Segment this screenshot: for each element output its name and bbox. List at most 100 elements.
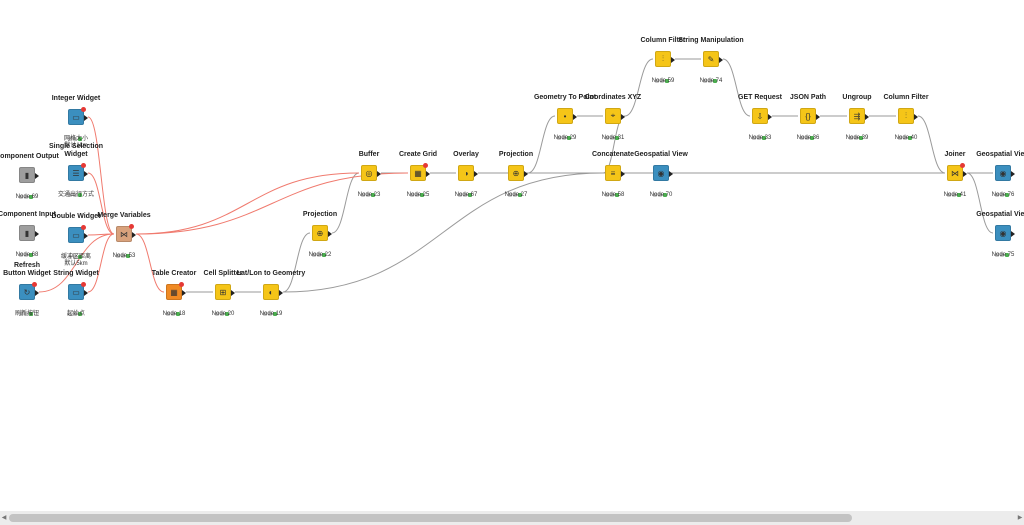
n-create-grid[interactable]: Create Grid▦Node 25 [388, 141, 448, 211]
scroll-right-arrow-icon[interactable]: ▶ [1017, 515, 1023, 521]
output-port[interactable] [35, 290, 39, 296]
output-port[interactable] [328, 231, 332, 237]
n-latlon-to-geometry[interactable]: Lat/Lon to Geometry ◐ Node 19 [237, 260, 305, 330]
joiner-icon[interactable]: ⋈ [947, 165, 963, 181]
output-port[interactable] [279, 290, 283, 296]
output-port[interactable] [719, 57, 723, 63]
output-port[interactable] [474, 171, 478, 177]
node-annotation[interactable]: 起始点 [66, 311, 85, 317]
node-title[interactable]: Buffer [358, 151, 380, 158]
node-annotation[interactable]: 交通出行方式 [57, 192, 94, 198]
node-title[interactable]: String Manipulation [678, 37, 744, 44]
data-connection[interactable] [722, 58, 751, 117]
node-title[interactable]: Geospatial View [976, 211, 1024, 218]
n-projection-27[interactable]: Projection⊕Node 27 [486, 141, 546, 211]
buffer-icon[interactable]: ◎ [361, 165, 377, 181]
n-concatenate[interactable]: Concatenate ≡ Node 58 [583, 141, 643, 211]
n-joiner[interactable]: Joiner⋈Node 41 [925, 141, 985, 211]
node-title[interactable]: Lat/Lon to Geometry [236, 270, 306, 277]
n-table-creator[interactable]: Table Creator▦Node 18 [144, 260, 204, 330]
node-title[interactable]: Component Output [0, 153, 59, 160]
latlon-geometry-icon[interactable]: ◐ [263, 284, 279, 300]
string-manipulation-icon[interactable]: ✎ [703, 51, 719, 67]
refresh-button-icon[interactable]: ↻ [19, 284, 35, 300]
n-integer-widget[interactable]: Integer Widget▭网格大小 默认1km [46, 85, 106, 155]
output-port[interactable] [669, 171, 673, 177]
output-port[interactable] [621, 114, 625, 120]
create-grid-icon[interactable]: ▦ [410, 165, 426, 181]
node-title[interactable]: GET Request [738, 94, 782, 101]
node-title[interactable]: Merge Variables [97, 212, 151, 219]
node-title[interactable]: Cell Splitter [203, 270, 243, 277]
node-title[interactable]: String Widget [53, 270, 99, 277]
n-double-widget[interactable]: Double Widget▭缓冲区距离 默认5km [46, 203, 106, 273]
node-annotation[interactable]: Node 27 [504, 192, 528, 198]
output-port[interactable] [84, 233, 88, 239]
n-merge-variables[interactable]: Merge Variables ⋈ Node 53 [94, 202, 154, 272]
node-title[interactable]: Coordinates XYZ [584, 94, 642, 101]
horizontal-scrollbar[interactable]: ◀ ▶ [0, 511, 1024, 525]
node-title[interactable]: Refresh Button Widget [3, 262, 51, 277]
output-port[interactable] [621, 171, 625, 177]
flow-variable-port[interactable] [423, 163, 428, 168]
node-title[interactable]: Single Selection Widget [48, 143, 104, 158]
node-annotation[interactable]: Node 41 [943, 192, 967, 198]
node-title[interactable]: Concatenate [591, 151, 634, 158]
flow-variable-port[interactable] [81, 163, 86, 168]
get-request-icon[interactable]: ⇩ [752, 108, 768, 124]
node-annotation[interactable]: Node 31 [601, 135, 625, 141]
ungroup-icon[interactable]: ⇶ [849, 108, 865, 124]
flow-variable-connection[interactable] [87, 116, 115, 235]
scrollbar-thumb[interactable] [9, 514, 852, 522]
data-connection[interactable] [917, 115, 946, 174]
output-port[interactable] [231, 290, 235, 296]
flow-variable-port[interactable] [81, 225, 86, 230]
output-port[interactable] [1011, 231, 1015, 237]
node-title[interactable]: Overlay [453, 151, 479, 158]
n-column-filter-40[interactable]: Column Filter⫶Node 40 [876, 84, 936, 154]
flow-variable-connection[interactable] [135, 172, 360, 235]
component-input-icon[interactable]: ▮ [19, 225, 35, 241]
integer-widget-icon[interactable]: ▭ [68, 109, 84, 125]
node-title[interactable]: Column Filter [883, 94, 929, 101]
n-string-manipulation[interactable]: String Manipulation✎Node 74 [678, 27, 743, 97]
concatenate-icon[interactable]: ≡ [605, 165, 621, 181]
node-title[interactable]: Table Creator [151, 270, 197, 277]
single-selection-widget-icon[interactable]: ☰ [68, 165, 84, 181]
node-title[interactable]: JSON Path [789, 94, 827, 101]
output-port[interactable] [914, 114, 918, 120]
data-connection[interactable] [966, 172, 994, 234]
output-port[interactable] [426, 171, 430, 177]
output-port[interactable] [132, 232, 136, 238]
node-annotation[interactable]: Node 75 [991, 252, 1015, 258]
node-title[interactable]: Create Grid [398, 151, 438, 158]
node-annotation[interactable]: Node 53 [112, 253, 136, 259]
node-annotation[interactable]: Node 33 [748, 135, 772, 141]
column-filter-icon[interactable]: ⫶ [898, 108, 914, 124]
flow-variable-port[interactable] [179, 282, 184, 287]
table-creator-icon[interactable]: ▦ [166, 284, 182, 300]
geospatial-view-icon[interactable]: ◉ [995, 165, 1011, 181]
n-string-widget[interactable]: String Widget▭起始点 [46, 260, 106, 330]
flow-variable-port[interactable] [81, 107, 86, 112]
overlay-icon[interactable]: ◑ [458, 165, 474, 181]
component-output-icon[interactable]: ▮ [19, 167, 35, 183]
projection-icon[interactable]: ⊕ [508, 165, 524, 181]
n-geospatial-view-76[interactable]: Geospatial View◉Node 76 [973, 141, 1024, 211]
output-port[interactable] [671, 57, 675, 63]
output-port[interactable] [963, 171, 967, 177]
output-port[interactable] [182, 290, 186, 296]
data-connection[interactable] [624, 58, 654, 117]
n-geometry-to-point[interactable]: Geometry To Point•Node 29 [534, 84, 596, 154]
merge-variables-icon[interactable]: ⋈ [116, 226, 132, 242]
node-title[interactable]: Ungroup [842, 94, 872, 101]
n-cell-splitter[interactable]: Cell Splitter⊞Node 20 [193, 260, 253, 330]
n-get-request[interactable]: GET Request ⇩ Node 33 [730, 84, 790, 154]
output-port[interactable] [35, 231, 39, 237]
data-connection[interactable] [527, 115, 556, 174]
node-annotation[interactable]: Node 58 [601, 192, 625, 198]
n-geospatial-view-70[interactable]: Geospatial View◉Node 70 [631, 141, 691, 211]
data-connection[interactable] [331, 172, 360, 234]
flow-variable-connection[interactable] [135, 233, 165, 293]
node-annotation[interactable]: Node 19 [259, 311, 283, 317]
